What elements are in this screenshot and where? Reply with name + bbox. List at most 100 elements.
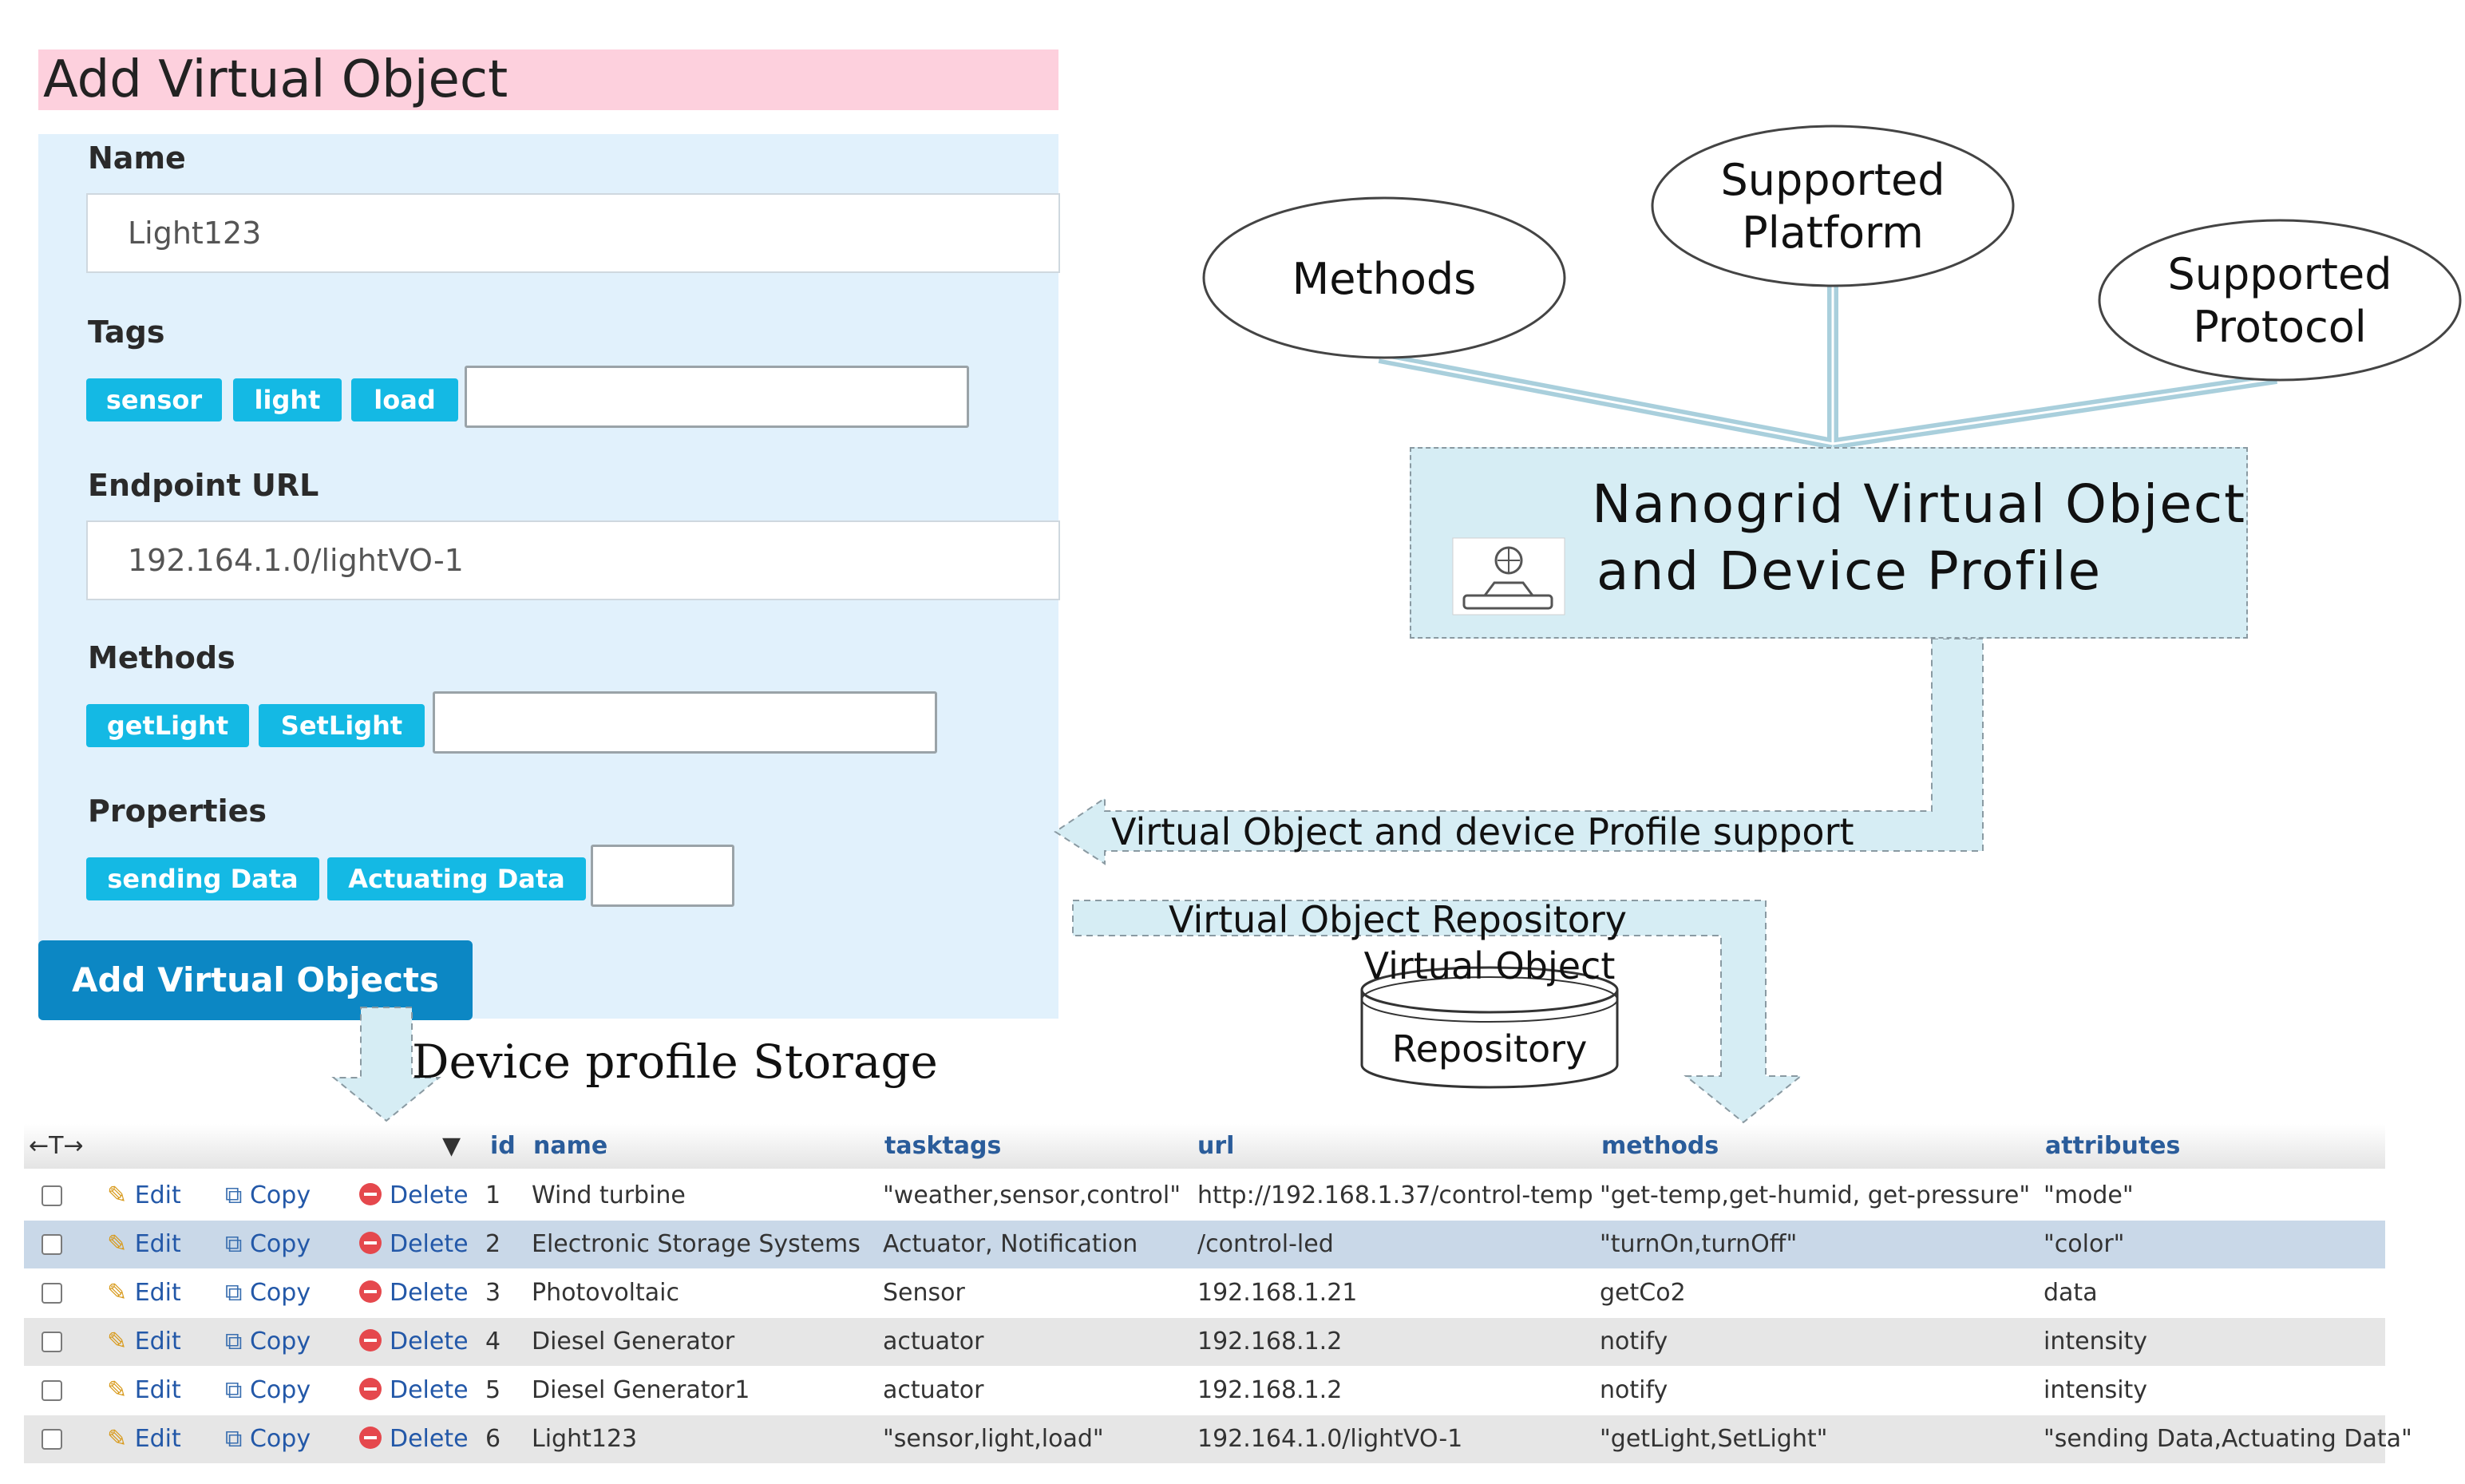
profile-title-2-wrap: and Device Profile bbox=[1597, 538, 2102, 605]
edit-button[interactable]: ✎ Edit bbox=[107, 1269, 181, 1317]
name-input[interactable]: Light123 bbox=[86, 193, 1060, 273]
device-profile-icon bbox=[1452, 537, 1565, 615]
edit-button[interactable]: ✎ Edit bbox=[107, 1221, 181, 1268]
cell-methods: "get-temp,get-humid, get-pressure" bbox=[1600, 1181, 2031, 1209]
copy-button[interactable]: ⧉ Copy bbox=[225, 1172, 311, 1220]
row-checkbox[interactable] bbox=[42, 1380, 62, 1401]
copy-button[interactable]: ⧉ Copy bbox=[225, 1269, 311, 1317]
profile-title: Nanogrid Virtual Object bbox=[1453, 471, 2251, 538]
pencil-icon: ✎ bbox=[107, 1230, 128, 1258]
delete-button[interactable]: Delete bbox=[359, 1367, 469, 1415]
edit-label: Edit bbox=[134, 1328, 181, 1355]
cell-attributes: "sending Data,Actuating Data" bbox=[2044, 1425, 2412, 1453]
delete-label: Delete bbox=[390, 1376, 469, 1404]
property-chip[interactable]: sending Data bbox=[86, 857, 319, 900]
copy-icon: ⧉ bbox=[225, 1425, 243, 1453]
edit-label: Edit bbox=[134, 1376, 181, 1404]
delete-icon bbox=[359, 1426, 382, 1449]
endpoint-input[interactable]: 192.164.1.0/lightVO-1 bbox=[86, 520, 1060, 600]
copy-icon: ⧉ bbox=[225, 1181, 243, 1209]
cell-attributes: "color" bbox=[2044, 1230, 2125, 1258]
row-checkbox[interactable] bbox=[42, 1332, 62, 1352]
sort-arrow-icon[interactable]: ▼ bbox=[442, 1132, 461, 1160]
form-title: Add Virtual Object bbox=[38, 49, 1058, 110]
copy-button[interactable]: ⧉ Copy bbox=[225, 1221, 311, 1268]
properties-input[interactable] bbox=[591, 845, 734, 907]
column-resize-icon[interactable]: ←T→ bbox=[29, 1132, 84, 1160]
delete-label: Delete bbox=[390, 1181, 469, 1209]
protocol-node-label-2: Protocol bbox=[2193, 302, 2367, 352]
cell-name: Diesel Generator bbox=[532, 1328, 735, 1355]
cell-name: Light123 bbox=[532, 1425, 638, 1453]
edit-label: Edit bbox=[134, 1181, 181, 1209]
delete-button[interactable]: Delete bbox=[359, 1415, 469, 1463]
copy-label: Copy bbox=[249, 1230, 311, 1258]
cell-attributes: intensity bbox=[2044, 1376, 2148, 1404]
copy-button[interactable]: ⧉ Copy bbox=[225, 1318, 311, 1366]
repository-arrow bbox=[1072, 900, 1803, 1124]
pencil-icon: ✎ bbox=[107, 1279, 128, 1307]
tag-chip[interactable]: light bbox=[233, 378, 342, 421]
row-checkbox[interactable] bbox=[42, 1283, 62, 1304]
row-checkbox[interactable] bbox=[42, 1429, 62, 1450]
method-chip[interactable]: SetLight bbox=[259, 704, 425, 747]
tag-chip[interactable]: load bbox=[351, 378, 458, 421]
methods-input[interactable] bbox=[433, 691, 937, 754]
cell-tasktags: "weather,sensor,control" bbox=[883, 1181, 1181, 1209]
edit-button[interactable]: ✎ Edit bbox=[107, 1415, 181, 1463]
delete-icon bbox=[359, 1182, 382, 1205]
method-chip[interactable]: getLight bbox=[86, 704, 249, 747]
cell-attributes: intensity bbox=[2044, 1328, 2148, 1355]
delete-button[interactable]: Delete bbox=[359, 1269, 469, 1317]
copy-button[interactable]: ⧉ Copy bbox=[225, 1367, 311, 1415]
row-checkbox[interactable] bbox=[42, 1185, 62, 1206]
add-virtual-objects-button[interactable]: Add Virtual Objects bbox=[38, 940, 473, 1020]
header-url[interactable]: url bbox=[1197, 1132, 1235, 1160]
header-tasktags[interactable]: tasktags bbox=[884, 1132, 1002, 1160]
copy-icon: ⧉ bbox=[225, 1376, 243, 1404]
copy-icon: ⧉ bbox=[225, 1328, 243, 1355]
edit-label: Edit bbox=[134, 1230, 181, 1258]
delete-button[interactable]: Delete bbox=[359, 1318, 469, 1366]
cell-url: 192.164.1.0/lightVO-1 bbox=[1197, 1425, 1463, 1453]
table-header: ←T→ ▼ id name tasktags url methods attri… bbox=[24, 1124, 2385, 1169]
tags-label: Tags bbox=[88, 315, 165, 350]
delete-button[interactable]: Delete bbox=[359, 1221, 469, 1268]
methods-label: Methods bbox=[88, 640, 235, 675]
tags-input[interactable] bbox=[465, 366, 969, 428]
repo-db-label-1: Virtual Object bbox=[1364, 944, 1616, 987]
tag-chip[interactable]: sensor bbox=[86, 378, 222, 421]
protocol-node-label-1: Supported bbox=[2168, 249, 2392, 299]
edit-button[interactable]: ✎ Edit bbox=[107, 1367, 181, 1415]
properties-label: Properties bbox=[88, 793, 267, 829]
property-chip[interactable]: Actuating Data bbox=[327, 857, 586, 900]
header-attributes[interactable]: attributes bbox=[2045, 1132, 2181, 1160]
copy-button[interactable]: ⧉ Copy bbox=[225, 1415, 311, 1463]
cell-id: 2 bbox=[485, 1230, 501, 1258]
repo-db-label-2: Repository bbox=[1392, 1027, 1588, 1070]
header-id[interactable]: id bbox=[490, 1132, 516, 1160]
pencil-icon: ✎ bbox=[107, 1181, 128, 1209]
row-checkbox[interactable] bbox=[42, 1234, 62, 1255]
delete-button[interactable]: Delete bbox=[359, 1172, 469, 1220]
repository-arrow-label: Virtual Object Repository bbox=[1169, 898, 1627, 941]
header-name[interactable]: name bbox=[533, 1132, 608, 1160]
cell-url: 192.168.1.2 bbox=[1197, 1376, 1343, 1404]
edit-label: Edit bbox=[134, 1279, 181, 1307]
cell-tasktags: actuator bbox=[883, 1328, 984, 1355]
cell-url: http://192.168.1.37/control-temp bbox=[1197, 1181, 1593, 1209]
cell-tasktags: "sensor,light,load" bbox=[883, 1425, 1104, 1453]
cell-name: Wind turbine bbox=[532, 1181, 686, 1209]
repository-database-icon bbox=[1360, 966, 1619, 1089]
cell-methods: getCo2 bbox=[1600, 1279, 1686, 1307]
header-methods[interactable]: methods bbox=[1601, 1132, 1719, 1160]
copy-label: Copy bbox=[249, 1181, 311, 1209]
edit-button[interactable]: ✎ Edit bbox=[107, 1318, 181, 1366]
edit-button[interactable]: ✎ Edit bbox=[107, 1172, 181, 1220]
